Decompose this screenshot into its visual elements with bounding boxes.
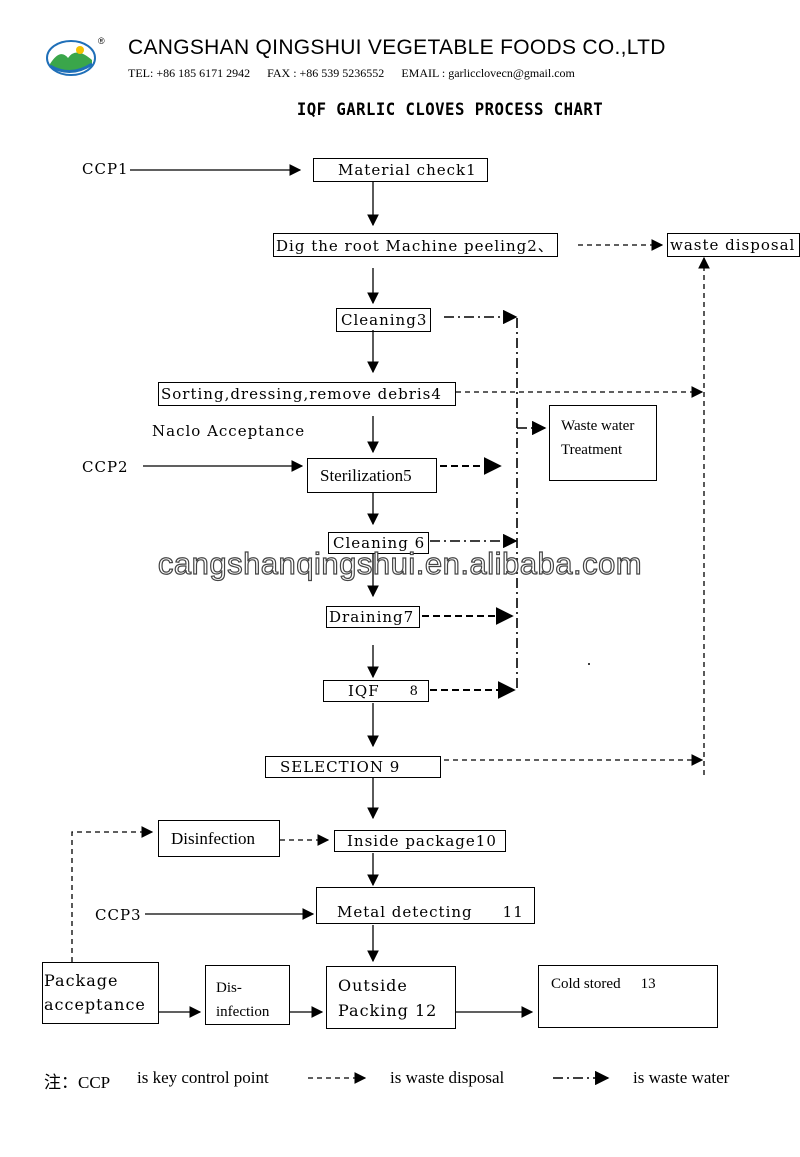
stray-dot (588, 663, 590, 665)
contact-line: TEL: +86 185 6171 2942 FAX : +86 539 523… (128, 66, 589, 81)
legend-ccp-desc: is key control point (137, 1068, 269, 1087)
ccp3-label: CCP3 (95, 906, 142, 924)
legend-prefix: 注：CCP (44, 1073, 111, 1092)
ccp2-label: CCP2 (82, 458, 129, 476)
company-logo (46, 40, 96, 76)
node-inside-package: Inside package10 (334, 830, 506, 852)
ccp1-label: CCP1 (82, 160, 129, 178)
node-sterilization: Sterilization5 (307, 458, 437, 493)
node-waste-disposal: waste disposal (667, 233, 800, 257)
legend-waste-water: is waste water (633, 1068, 730, 1087)
node-dis-infection: Dis- infection (205, 965, 290, 1025)
node-machine-peeling: Dig the root Machine peeling2、 (273, 233, 558, 257)
node-draining: Draining7 (326, 606, 420, 628)
tel-text: TEL: +86 185 6171 2942 (128, 66, 251, 80)
company-name: CANGSHAN QINGSHUI VEGETABLE FOODS CO.,LT… (128, 36, 666, 59)
node-package-acceptance: Package acceptance (42, 962, 159, 1024)
dash-pkg-up (71, 826, 154, 962)
node-cleaning-6: Cleaning 6 (328, 532, 429, 554)
email-text: EMAIL : garlicclovecn@gmail.com (401, 66, 575, 80)
node-cleaning-3: Cleaning3 (336, 308, 431, 332)
logo-registered-mark: ® (98, 36, 105, 46)
node-outside-packing: Outside Packing 12 (326, 966, 456, 1029)
node-sorting: Sorting,dressing,remove debris4 (158, 382, 456, 406)
legend-waste-disposal: is waste disposal (390, 1068, 505, 1087)
node-selection: SELECTION 9 (265, 756, 441, 778)
fax-text: FAX : +86 539 5236552 (267, 66, 385, 80)
naclo-label: Naclo Acceptance (152, 422, 306, 440)
chart-title: IQF GARLIC CLOVES PROCESS CHART (296, 100, 604, 120)
node-waste-water-treatment: Waste water Treatment (549, 405, 657, 481)
watermark: cangshanqingshui.en.alibaba.com (157, 545, 643, 581)
node-disinfection: Disinfection (158, 820, 280, 857)
node-material-check: Material check1 (313, 158, 488, 182)
